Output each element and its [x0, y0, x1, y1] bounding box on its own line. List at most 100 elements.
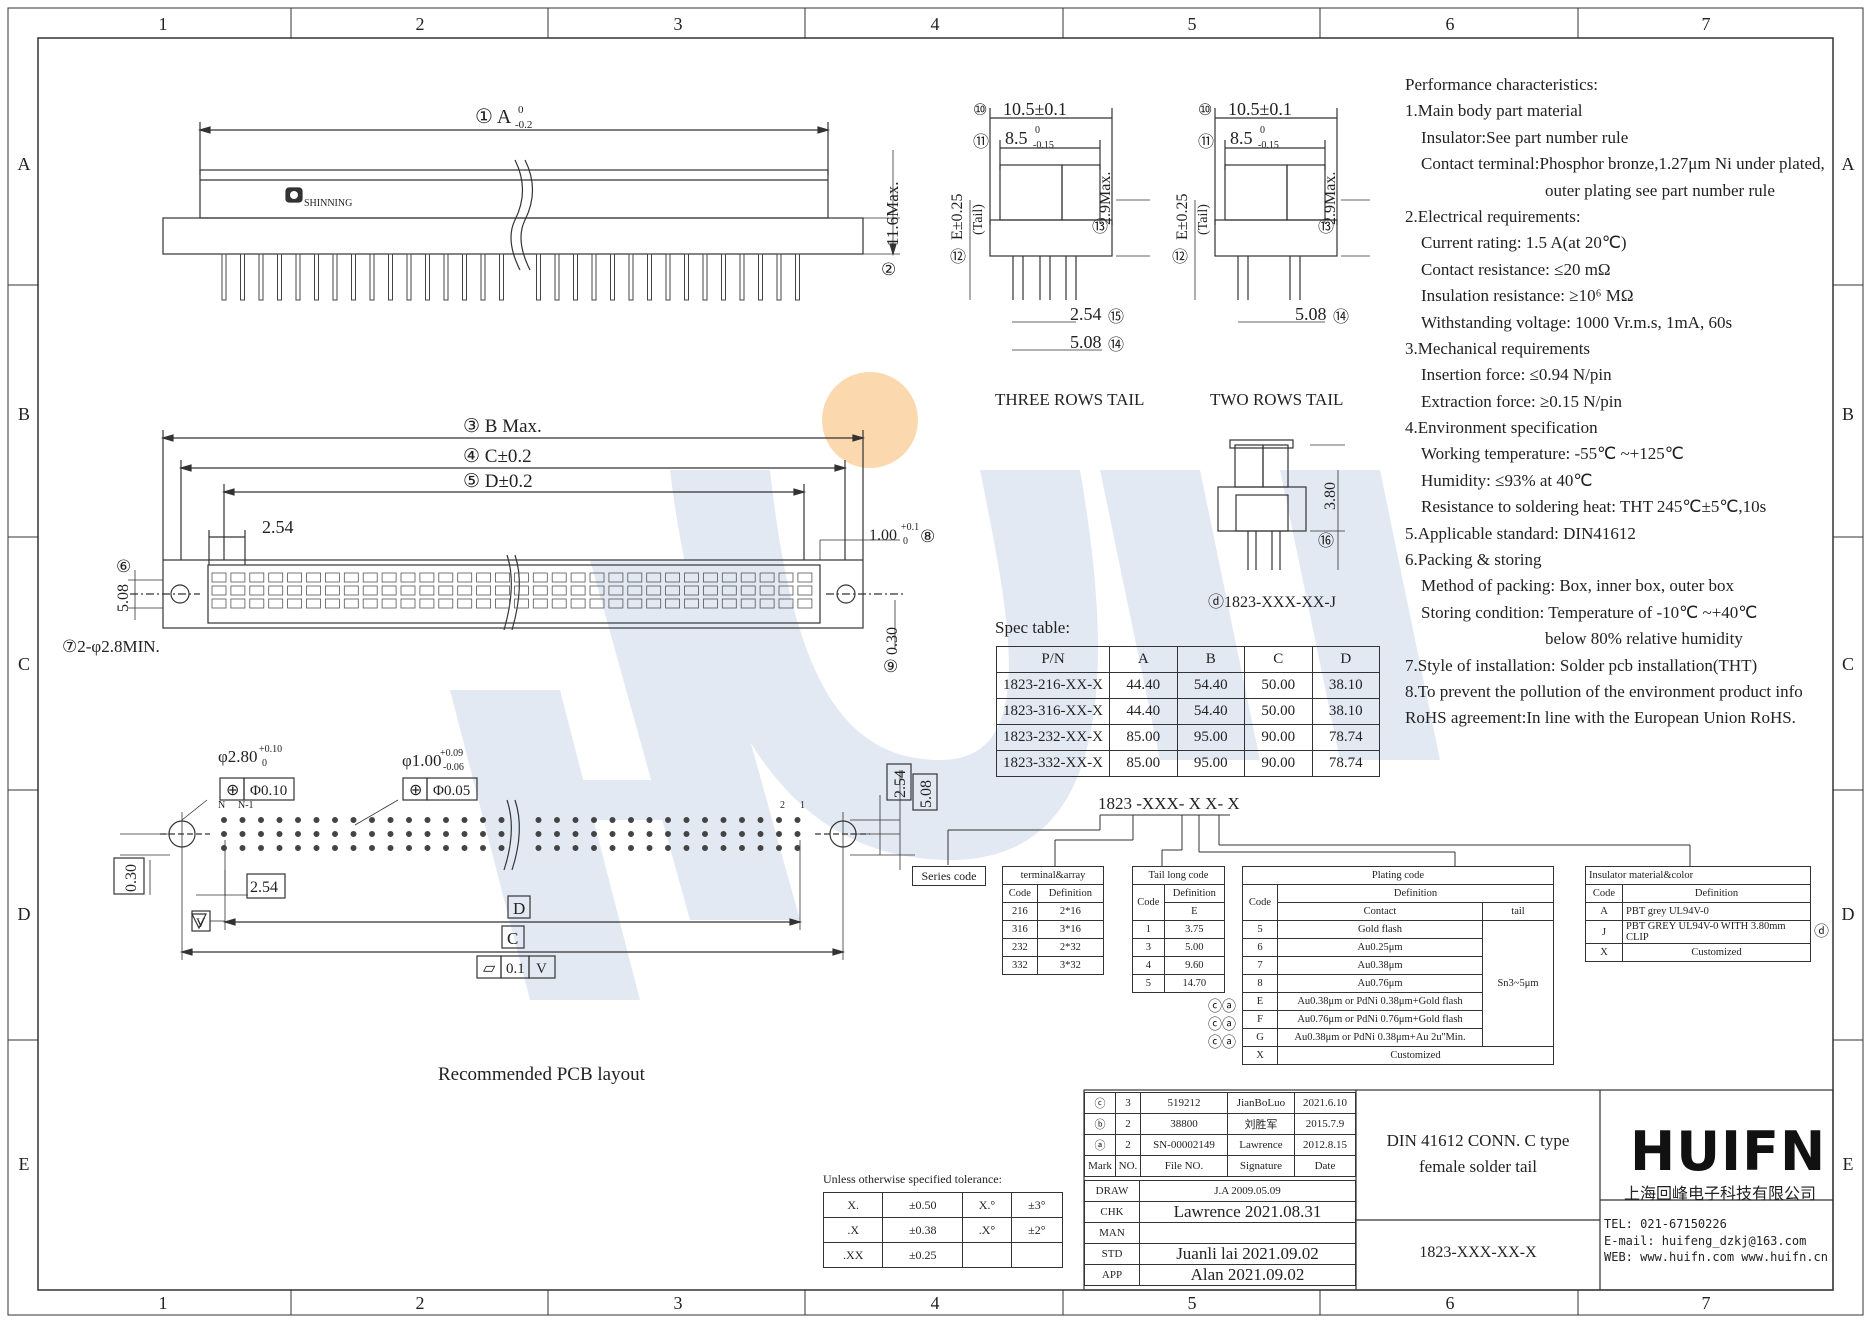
- contact-cell: [324, 585, 340, 596]
- table-cell: NO.: [1115, 1155, 1141, 1177]
- contact-cell: [438, 598, 454, 609]
- num-9: ⑨: [883, 657, 898, 676]
- contact-cell: [740, 598, 756, 609]
- side-pin: [758, 253, 763, 301]
- table-cell: 44.40: [1109, 672, 1178, 699]
- contact-cell: [343, 572, 359, 583]
- perf-line: Working temperature: -55℃ ~+125℃: [1421, 444, 1684, 464]
- perf-line: Current rating: 1.5 A(at 20℃): [1421, 233, 1627, 253]
- pcb-1: 1: [800, 800, 805, 811]
- contact-cell: [646, 598, 662, 609]
- table-cell: 38.10: [1311, 672, 1380, 699]
- pcb-hole: [220, 845, 227, 852]
- contact-cell: [306, 598, 321, 609]
- table-cell: 232: [1002, 938, 1038, 957]
- table-cell: 85.00: [1109, 724, 1178, 751]
- contact-cell: [684, 572, 699, 583]
- pcb-hole: [609, 817, 616, 824]
- dim-8-5-up-b: 0: [1260, 125, 1265, 136]
- table-cell: Definition: [1622, 884, 1811, 903]
- table-cell: Lawrence: [1227, 1134, 1295, 1156]
- pcb-hole: [442, 845, 449, 852]
- table-cell: .X°: [962, 1217, 1012, 1243]
- contact-cell: [703, 572, 718, 583]
- table-cell: MAN: [1084, 1222, 1140, 1244]
- pcb-hole: [646, 845, 653, 852]
- plating-mark-e: ⓒⓐ: [1208, 1000, 1236, 1015]
- table-cell: 7: [1242, 956, 1278, 975]
- contact-cell: [230, 598, 246, 609]
- contact-cell: [514, 572, 529, 583]
- contact-cell: [362, 598, 378, 609]
- table-cell: [1139, 1222, 1356, 1244]
- spec-header: B: [1176, 646, 1245, 673]
- pcb-hole: [257, 817, 264, 824]
- perf-line: 5.Applicable standard: DIN41612: [1405, 523, 1636, 543]
- pcb-hole: [572, 845, 579, 852]
- perf-line: 3.Mechanical requirements: [1405, 338, 1591, 358]
- dim-a-tol-dn: -0.2: [515, 119, 532, 131]
- contact-cell: [665, 572, 680, 583]
- table-cell: 3*16: [1036, 920, 1105, 939]
- title-line-1: DIN 41612 CONN. C type: [1386, 1131, 1570, 1150]
- pcb-hole: [739, 831, 746, 838]
- pcb-hole: [554, 831, 561, 838]
- side-view-pins: [221, 253, 800, 301]
- contact-cell: [457, 598, 473, 609]
- table-cell: 85.00: [1109, 750, 1178, 777]
- pcb-hole: [776, 845, 783, 852]
- contact-cell: [551, 585, 567, 596]
- table-cell: 8: [1242, 974, 1278, 993]
- dim-2-9-b: 2.9Max.: [1322, 172, 1339, 225]
- terminal-title: terminal&array: [1002, 866, 1104, 885]
- pcb-layout-drawing: [113, 763, 938, 979]
- table-cell: 90.00: [1244, 750, 1313, 777]
- pcb-hole: [739, 817, 746, 824]
- num-8: ⑧: [920, 527, 935, 546]
- pcb-pin-label: φ1.00: [402, 751, 442, 770]
- dim-11-6: 11.6Max.: [883, 181, 902, 246]
- table-cell: tail: [1482, 902, 1554, 921]
- perf-line: 8.To prevent the pollution of the enviro…: [1405, 681, 1803, 701]
- contact-cell: [703, 598, 718, 609]
- table-cell: ⓑ: [1084, 1113, 1116, 1135]
- contact-cell: [570, 572, 586, 583]
- perf-line: 6.Packing & storing: [1405, 550, 1542, 570]
- contact-cell: [324, 572, 340, 583]
- table-cell: Au0.38μm: [1277, 956, 1483, 975]
- table-cell: DRAW: [1084, 1180, 1140, 1202]
- pcb-2-54-right: 2.54: [892, 770, 909, 798]
- table-cell: 5: [1132, 974, 1165, 993]
- pcb-hole: [646, 831, 653, 838]
- perf-line: Withstanding voltage: 1000 Vr.m.s, 1mA, …: [1421, 312, 1733, 332]
- table-cell: G: [1242, 1028, 1278, 1047]
- company-contact: TEL: 021-67150226 E-mail: huifeng_dzkj@1…: [1604, 1216, 1828, 1266]
- contact-cell: [570, 598, 586, 609]
- insulator-title: Insulator material&color: [1585, 866, 1811, 885]
- pcb-hole: [461, 831, 468, 838]
- title-block-name: DIN 41612 CONN. C type female solder tai…: [1356, 1128, 1600, 1180]
- contact-cell: [476, 572, 492, 583]
- contact-cell: [381, 572, 397, 583]
- pcb-pos1: Φ0.10: [250, 783, 287, 799]
- row-letter-d: D: [18, 904, 31, 924]
- pcb-hole: [350, 845, 357, 852]
- table-cell: 14.70: [1163, 974, 1226, 993]
- contact-cell: [362, 572, 378, 583]
- pcb-hole: [368, 817, 375, 824]
- side-pin: [443, 253, 449, 301]
- num-14-b: ⑭: [1333, 308, 1349, 326]
- part-number: 1823-XXX-XX-X: [1419, 1244, 1537, 1261]
- contact-cell: [476, 598, 492, 609]
